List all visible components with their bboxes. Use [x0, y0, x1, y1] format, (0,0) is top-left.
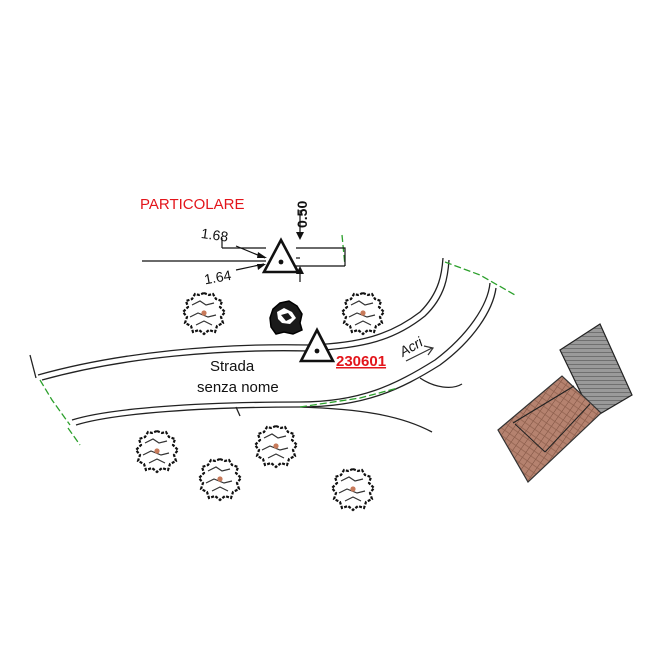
property-boundary [39, 234, 516, 446]
tree-icon [181, 291, 227, 336]
tree-icon [197, 457, 243, 502]
direction-arrow-icon [405, 345, 435, 362]
tree-icon [340, 291, 386, 336]
dimension-label-lower: 1.64 [203, 267, 233, 288]
dimension-label-vertical: 0.50 [294, 201, 310, 228]
building-roof-icon [497, 323, 633, 483]
shrub-icon [269, 300, 303, 335]
direction-label: Acri [396, 333, 427, 360]
survey-point-code: 230601 [336, 353, 386, 370]
tree-icon [134, 429, 180, 474]
road-name-line1: Strada [210, 358, 255, 375]
tree-icon [330, 467, 376, 512]
detail-dimensions [142, 210, 346, 282]
survey-point-triangle-icon [298, 327, 336, 363]
road-name-line2: senza nome [197, 379, 279, 396]
road-outline [29, 257, 497, 433]
detail-triangle-benchmark-icon [261, 237, 301, 274]
tree-icon [253, 424, 299, 469]
dimension-arrows [257, 232, 304, 274]
detail-title: PARTICOLARE [140, 196, 244, 213]
dimension-label-upper: 1.68 [200, 225, 229, 245]
